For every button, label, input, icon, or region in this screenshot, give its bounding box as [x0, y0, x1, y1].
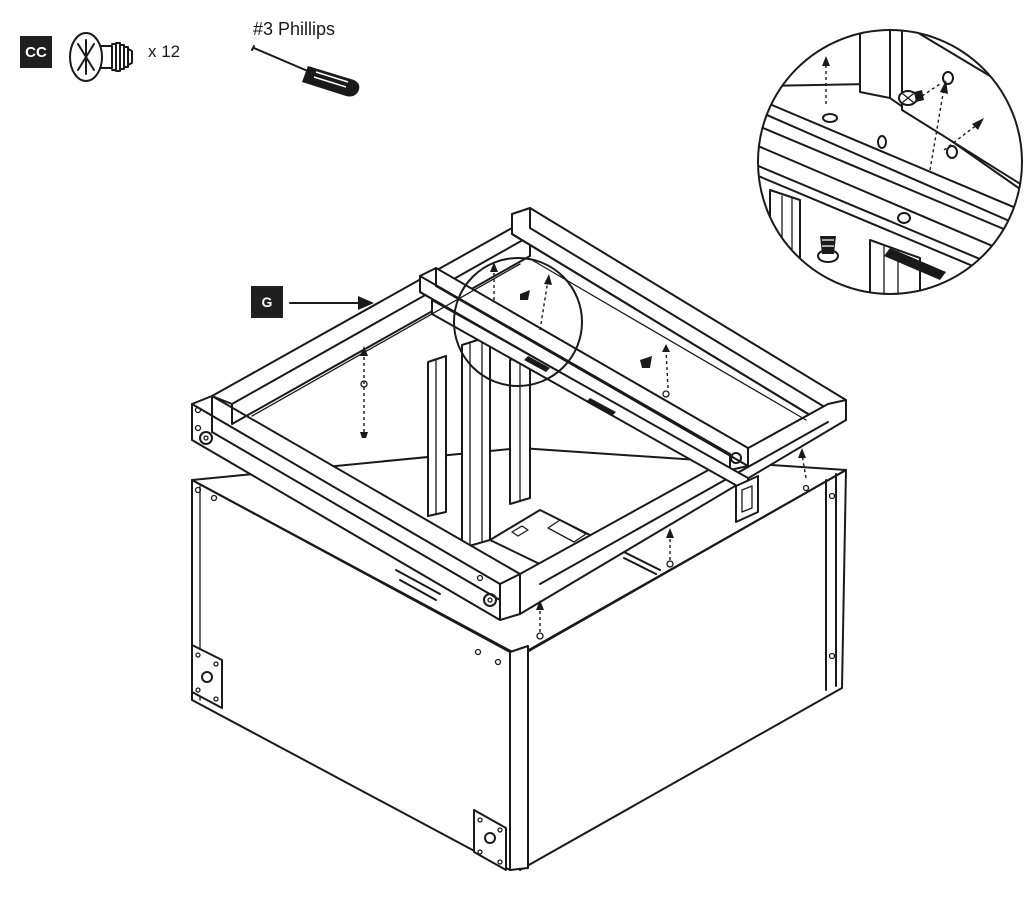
detail-view [758, 30, 1022, 294]
callout-g-badge: G [251, 286, 283, 318]
screwdriver-icon [251, 45, 360, 97]
quantity-label: x 12 [148, 42, 181, 61]
detail-screw-bottom [817, 236, 839, 263]
screw-insertion-markers [360, 262, 807, 640]
detail-screw-top [898, 90, 924, 106]
interior-rails [395, 335, 661, 601]
callout-arrow-icon [289, 296, 374, 310]
screw-icon [69, 32, 133, 82]
detail-source-circle [453, 257, 583, 387]
cabinet-box [191, 447, 847, 871]
tool-label: #3 Phillips [253, 19, 336, 39]
part-code-badge: CC [20, 36, 52, 68]
top-frame-g [191, 207, 847, 621]
detail-view-circle [757, 29, 1023, 295]
